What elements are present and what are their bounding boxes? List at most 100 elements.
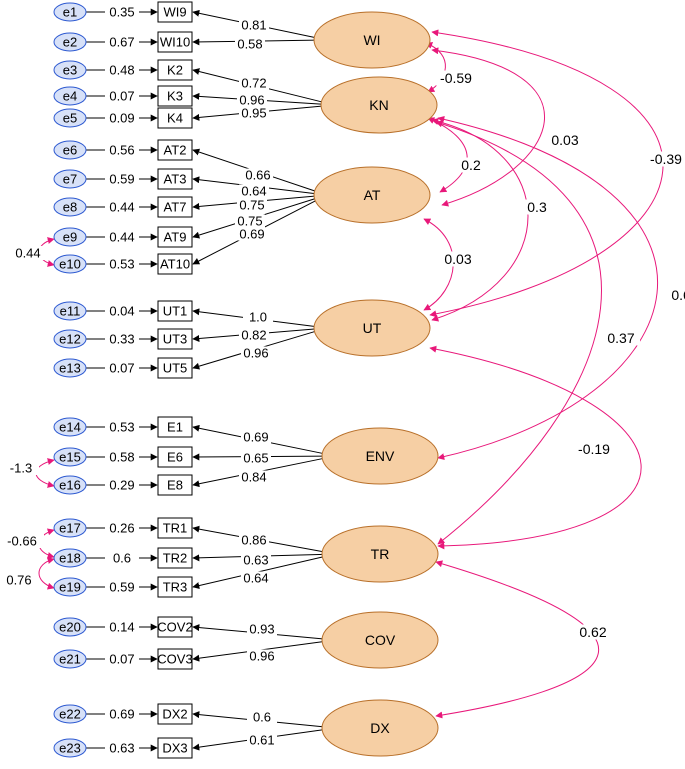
- error-node[interactable]: [53, 32, 87, 52]
- indicator-box[interactable]: [157, 85, 193, 107]
- covariance-value: -0.39: [650, 151, 682, 167]
- indicator-box[interactable]: [157, 737, 193, 759]
- latent-covariance: [435, 560, 599, 719]
- loading-value-bg: [239, 106, 269, 120]
- error-value-bg: [105, 741, 139, 755]
- error-value-bg: [105, 111, 139, 125]
- latent-env[interactable]: [321, 427, 439, 485]
- error-node[interactable]: [53, 2, 87, 22]
- indicator-label: AT7: [164, 200, 187, 215]
- covariance-value: 0.2: [461, 157, 481, 173]
- error-node[interactable]: [53, 358, 87, 378]
- error-node[interactable]: [53, 649, 87, 669]
- error-node[interactable]: [53, 475, 87, 495]
- indicator-box[interactable]: [157, 616, 193, 638]
- indicator-box[interactable]: [157, 139, 193, 161]
- indicator-label: TR2: [163, 551, 188, 566]
- error-node[interactable]: [53, 60, 87, 80]
- error-node[interactable]: [53, 447, 87, 467]
- error-node[interactable]: [53, 140, 87, 160]
- error-node[interactable]: [53, 518, 87, 538]
- indicator-box[interactable]: [157, 416, 193, 438]
- error-value: 0.04: [109, 304, 134, 319]
- indicator-label: COV2: [157, 620, 192, 635]
- indicator-box[interactable]: [157, 1, 193, 23]
- indicator-box[interactable]: [157, 107, 193, 129]
- error-covariance-value-bg: [0, 534, 44, 548]
- error-value-bg: [105, 652, 139, 666]
- error-node[interactable]: [53, 617, 87, 637]
- error-node[interactable]: [53, 301, 87, 321]
- latent-wi[interactable]: [313, 11, 431, 69]
- error-node[interactable]: [53, 227, 87, 247]
- error-label: e2: [63, 35, 77, 50]
- error-label: e19: [59, 580, 81, 595]
- indicator-box[interactable]: [157, 328, 193, 350]
- indicator-box[interactable]: [157, 547, 193, 569]
- indicator-box[interactable]: [157, 59, 193, 81]
- indicator-box[interactable]: [157, 226, 193, 248]
- error-value-bg: [105, 620, 139, 634]
- indicator-label: TR3: [163, 580, 188, 595]
- error-label: e16: [59, 478, 81, 493]
- latent-kn[interactable]: [320, 76, 438, 134]
- loading-value: 0.86: [241, 533, 266, 548]
- loading-value-bg: [239, 470, 269, 484]
- error-value-bg: [105, 89, 139, 103]
- error-value: 0.07: [109, 361, 134, 376]
- indicator-box[interactable]: [157, 703, 193, 725]
- latent-dx[interactable]: [321, 699, 439, 757]
- error-node[interactable]: [53, 197, 87, 217]
- loading-value: 0.75: [239, 198, 264, 213]
- loading-value-bg: [235, 37, 265, 51]
- error-value: 0.07: [109, 89, 134, 104]
- error-node[interactable]: [53, 738, 87, 758]
- error-value-bg: [105, 172, 139, 186]
- indicator-label: AT2: [164, 143, 187, 158]
- indicator-box[interactable]: [157, 253, 193, 275]
- indicator-box[interactable]: [157, 474, 193, 496]
- indicator-box[interactable]: [157, 446, 193, 468]
- latent-tr[interactable]: [321, 525, 439, 583]
- error-node[interactable]: [53, 577, 87, 597]
- error-node[interactable]: [53, 548, 87, 568]
- error-node[interactable]: [53, 704, 87, 724]
- indicator-box[interactable]: [157, 576, 193, 598]
- error-value-bg: [105, 5, 139, 19]
- indicator-box[interactable]: [157, 357, 193, 379]
- covariance-value: -0.59: [440, 70, 472, 86]
- error-label: e21: [59, 652, 81, 667]
- indicator-box[interactable]: [157, 648, 193, 670]
- indicator-box[interactable]: [157, 517, 193, 539]
- error-node[interactable]: [53, 108, 87, 128]
- error-value-bg: [105, 200, 139, 214]
- indicator-label: WI10: [160, 35, 190, 50]
- indicator-label: K4: [167, 111, 183, 126]
- loading-value-bg: [239, 76, 269, 90]
- loading-value: 0.84: [241, 470, 266, 485]
- error-node[interactable]: [53, 417, 87, 437]
- error-covariance-value-bg: [3, 461, 39, 475]
- covariance-value: 0.37: [607, 330, 634, 346]
- loading-value-bg: [239, 328, 269, 342]
- loading-value: 0.75: [237, 214, 262, 229]
- indicator-label: E6: [167, 450, 183, 465]
- latent-at[interactable]: [313, 166, 431, 224]
- indicator-box[interactable]: [157, 300, 193, 322]
- error-node[interactable]: [53, 254, 87, 274]
- error-node[interactable]: [53, 86, 87, 106]
- latent-ut[interactable]: [313, 299, 431, 357]
- indicator-box[interactable]: [157, 168, 193, 190]
- error-node[interactable]: [53, 169, 87, 189]
- error-value-bg: [105, 420, 139, 434]
- indicator-box[interactable]: [157, 31, 193, 53]
- loading-value: 0.93: [249, 622, 274, 637]
- error-label: e3: [63, 63, 77, 78]
- loading-value: 0.63: [243, 553, 268, 568]
- latent-cov[interactable]: [321, 611, 439, 669]
- error-node[interactable]: [53, 329, 87, 349]
- loading-value-bg: [237, 93, 267, 107]
- error-covariance-value: 0.76: [6, 573, 31, 588]
- indicator-box[interactable]: [157, 196, 193, 218]
- error-value-bg: [105, 707, 139, 721]
